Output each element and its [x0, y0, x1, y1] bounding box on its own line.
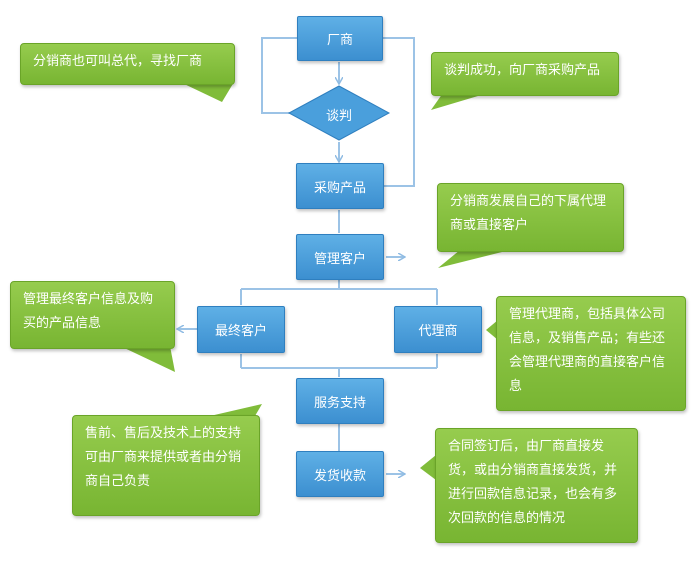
node-negotiation-label: 谈判 — [325, 109, 352, 124]
note-distributor-alias: 分销商也可叫总代，寻找厂商 — [20, 43, 235, 85]
note-end-customer-info: 管理最终客户信息及购买的产品信息 — [10, 281, 175, 349]
node-service: 服务支持 — [296, 378, 384, 424]
node-agent: 代理商 — [394, 306, 482, 353]
note-develop-agents: 分销商发展自己的下属代理商或直接客户 — [437, 183, 624, 252]
note-service-info: 售前、售后及技术上的支持可由厂商来提供或者由分销商自己负责 — [72, 415, 260, 516]
note-shipping-info: 合同签订后，由厂商直接发货，或由分销商直接发货，并进行回款信息记录，也会有多次回… — [435, 428, 638, 543]
note-agent-info: 管理代理商，包括具体公司信息，及销售产品；有些还会管理代理商的直接客户信息 — [496, 296, 686, 411]
negotiation-diamond — [287, 85, 391, 141]
node-purchase: 采购产品 — [296, 163, 384, 209]
node-manage-customer: 管理客户 — [296, 234, 384, 280]
note-negotiation-success: 谈判成功，向厂商采购产品 — [431, 52, 619, 96]
node-manufacturer: 厂商 — [297, 16, 383, 61]
node-shipping: 发货收款 — [296, 451, 384, 497]
node-end-customer: 最终客户 — [197, 306, 285, 353]
